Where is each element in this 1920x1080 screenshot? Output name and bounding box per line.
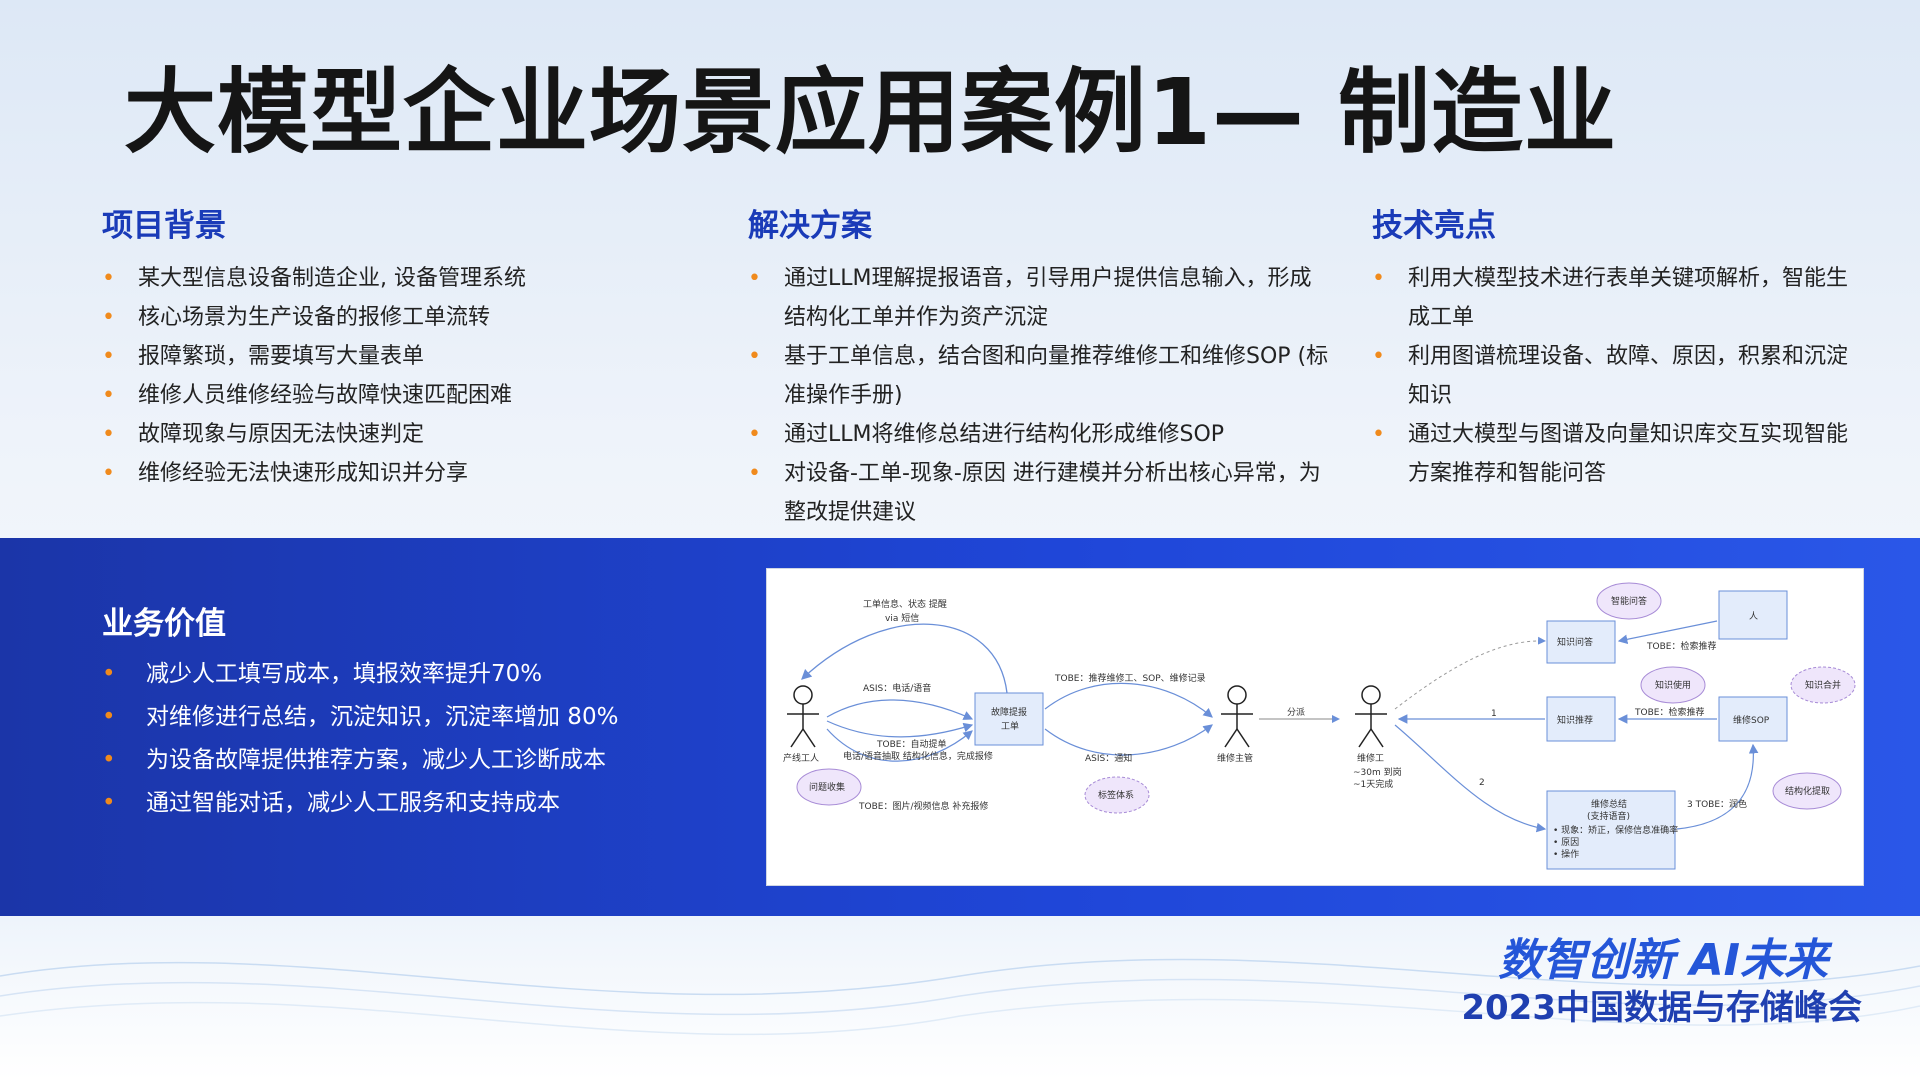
diagram-label: ASIS：电话/语音 xyxy=(863,682,931,694)
list-item: 减少人工填写成本，填报效率提升70% xyxy=(102,653,722,696)
brand-event-name: 2023中国数据与存储峰会 xyxy=(1461,988,1862,1028)
diagram-label: TOBE：检索推荐 xyxy=(1646,640,1716,652)
list-item: 通过LLM理解提报语音，引导用户提供信息输入，形成结构化工单并作为资产沉淀 xyxy=(748,259,1333,337)
diagram-label: 工单信息、状态 提醒 xyxy=(863,598,947,610)
list-item: 维修经验无法快速形成知识并分享 xyxy=(102,454,722,493)
supervisor-figure-icon xyxy=(1221,685,1253,748)
workflow-diagram-svg: 产线工人 工单信息、状态 提醒 via 短信 ASIS：电话/语音 TOBE：自… xyxy=(783,582,1856,870)
diagram-label: TOBE：自动提单 xyxy=(876,738,946,750)
worker-figure-icon xyxy=(787,685,819,748)
brand-slogan: 数智创新 AI未来 xyxy=(1498,935,1828,986)
diagram-label: TOBE：推荐维修工、SOP、维修记录 xyxy=(1054,672,1206,684)
diagram-label: 3 TOBE：润色 xyxy=(1687,798,1747,810)
supervisor-label: 维修主管 xyxy=(1217,752,1253,764)
workflow-diagram: 产线工人 工单信息、状态 提醒 via 短信 ASIS：电话/语音 TOBE：自… xyxy=(766,568,1864,886)
list-item: 对设备-工单-现象-原因 进行建模并分析出核心异常，为整改提供建议 xyxy=(748,454,1333,532)
list-item: 为设备故障提供推荐方案，减少人工诊断成本 xyxy=(102,739,722,782)
summary-item: • 原因 xyxy=(1553,837,1579,848)
section-heading: 业务价值 xyxy=(102,606,226,642)
repairman-label: 维修工 xyxy=(1357,752,1384,764)
smart-qa-bubble: 智能问答 xyxy=(1611,595,1647,607)
diagram-label: via 短信 xyxy=(885,612,919,624)
worker-label: 产线工人 xyxy=(783,752,819,764)
list-item: 通过智能对话，减少人工服务和支持成本 xyxy=(102,782,722,825)
knowledge-rec-label: 知识推荐 xyxy=(1557,714,1593,726)
list-item: 利用图谱梳理设备、故障、原因，积累和沉淀知识 xyxy=(1372,337,1852,415)
page-title: 大模型企业场景应用案例1— 制造业 xyxy=(124,59,1618,166)
person-label: 人 xyxy=(1749,611,1758,622)
solution-section: 解决方案 通过LLM理解提报语音，引导用户提供信息输入，形成结构化工单并作为资产… xyxy=(748,200,1333,532)
struct-extract-bubble: 结构化提取 xyxy=(1785,785,1830,797)
diagram-label: TOBE：图片/视频信息 补充报修 xyxy=(858,800,988,812)
problem-bubble-label: 问题收集 xyxy=(809,781,845,793)
list-item: 故障现象与原因无法快速判定 xyxy=(102,415,722,454)
ticket-label: 工单 xyxy=(1001,720,1019,732)
dispatch-label: 分派 xyxy=(1287,707,1305,718)
business-value-section: 业务价值 减少人工填写成本，填报效率提升70% 对维修进行总结，沉淀知识，沉淀率… xyxy=(102,598,722,825)
list-item: 某大型信息设备制造企业, 设备管理系统 xyxy=(102,259,722,298)
list-item: 基于工单信息，结合图和向量推荐维修工和维修SOP (标准操作手册) xyxy=(748,337,1333,415)
list-item: 通过大模型与图谱及向量知识库交互实现智能方案推荐和智能问答 xyxy=(1372,415,1852,493)
list-item: 对维修进行总结，沉淀知识，沉淀率增加 80% xyxy=(102,696,722,739)
summary-title: 维修总结 xyxy=(1591,798,1627,810)
knowledge-use-bubble: 知识使用 xyxy=(1655,679,1691,691)
step-number: 1 xyxy=(1491,709,1497,719)
diagram-label: 电话/语音抽取 结构化信息，完成报修 xyxy=(843,750,993,762)
summary-item: • 操作 xyxy=(1553,848,1579,860)
response-label: ~30m 到岗 xyxy=(1353,766,1402,778)
knowledge-merge-bubble: 知识合并 xyxy=(1805,679,1841,691)
list-item: 报障繁琐，需要填写大量表单 xyxy=(102,337,722,376)
section-heading: 解决方案 xyxy=(748,208,872,244)
tech-highlights-section: 技术亮点 利用大模型技术进行表单关键项解析，智能生成工单 利用图谱梳理设备、故障… xyxy=(1372,200,1852,493)
section-heading: 技术亮点 xyxy=(1372,208,1496,244)
diagram-label: ASIS：通知 xyxy=(1085,752,1132,764)
wave-decoration xyxy=(0,958,1920,1036)
repair-sop-label: 维修SOP xyxy=(1733,714,1770,726)
footer-wave-area xyxy=(0,916,1920,1080)
summary-sub: (支持语音) xyxy=(1587,810,1630,822)
step-number: 2 xyxy=(1479,778,1485,788)
project-background-section: 项目背景 某大型信息设备制造企业, 设备管理系统 核心场景为生产设备的报修工单流… xyxy=(102,200,722,493)
list-item: 维修人员维修经验与故障快速匹配困难 xyxy=(102,376,722,415)
label-system-bubble: 标签体系 xyxy=(1098,789,1134,801)
section-heading: 项目背景 xyxy=(102,208,226,244)
diagram-label: TOBE：检索推荐 xyxy=(1634,706,1704,718)
repairman-figure-icon xyxy=(1355,685,1387,748)
knowledge-qa-label: 知识问答 xyxy=(1557,636,1593,648)
list-item: 利用大模型技术进行表单关键项解析，智能生成工单 xyxy=(1372,259,1852,337)
ticket-label: 故障提报 xyxy=(991,706,1027,718)
response-label: ~1天完成 xyxy=(1353,778,1393,790)
list-item: 核心场景为生产设备的报修工单流转 xyxy=(102,298,722,337)
list-item: 通过LLM将维修总结进行结构化形成维修SOP xyxy=(748,415,1333,454)
summary-item: • 现象：矫正，保修信息准确率 xyxy=(1553,824,1678,836)
